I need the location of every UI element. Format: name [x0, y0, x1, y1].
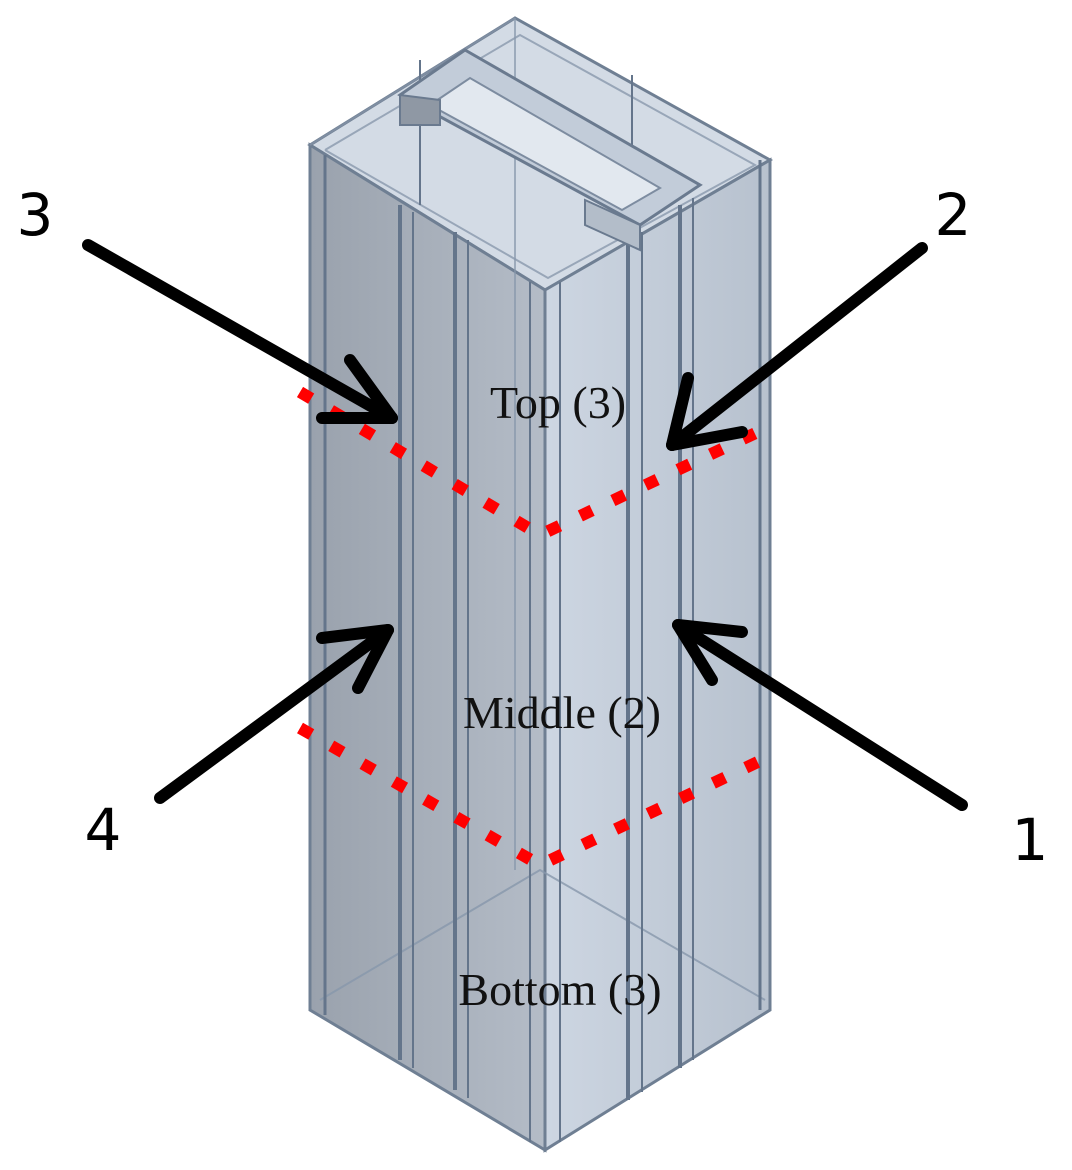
zone-label-top: Top (3): [490, 377, 626, 428]
arrow-direction-4: [154, 624, 394, 804]
zone-boundaries: [296, 386, 765, 872]
direction-label-3: 3: [17, 181, 54, 249]
boundary-top-middle: [296, 386, 765, 542]
boundary-middle-bottom: [297, 722, 765, 872]
zone-label-bottom: Bottom (3): [458, 964, 661, 1015]
direction-label-2: 2: [935, 181, 972, 249]
direction-arrows: [82, 239, 968, 811]
arrow-direction-1: [672, 619, 968, 811]
arrow-direction-3: [82, 239, 398, 424]
direction-label-1: 1: [1012, 806, 1049, 874]
container-handle: [397, 48, 703, 252]
zone-label-middle: Middle (2): [463, 687, 661, 738]
direction-label-4: 4: [85, 796, 122, 864]
inner-floor-edges: [319, 868, 766, 1001]
arrow-direction-2: [666, 242, 928, 451]
back-edge-left: [309, 17, 516, 146]
